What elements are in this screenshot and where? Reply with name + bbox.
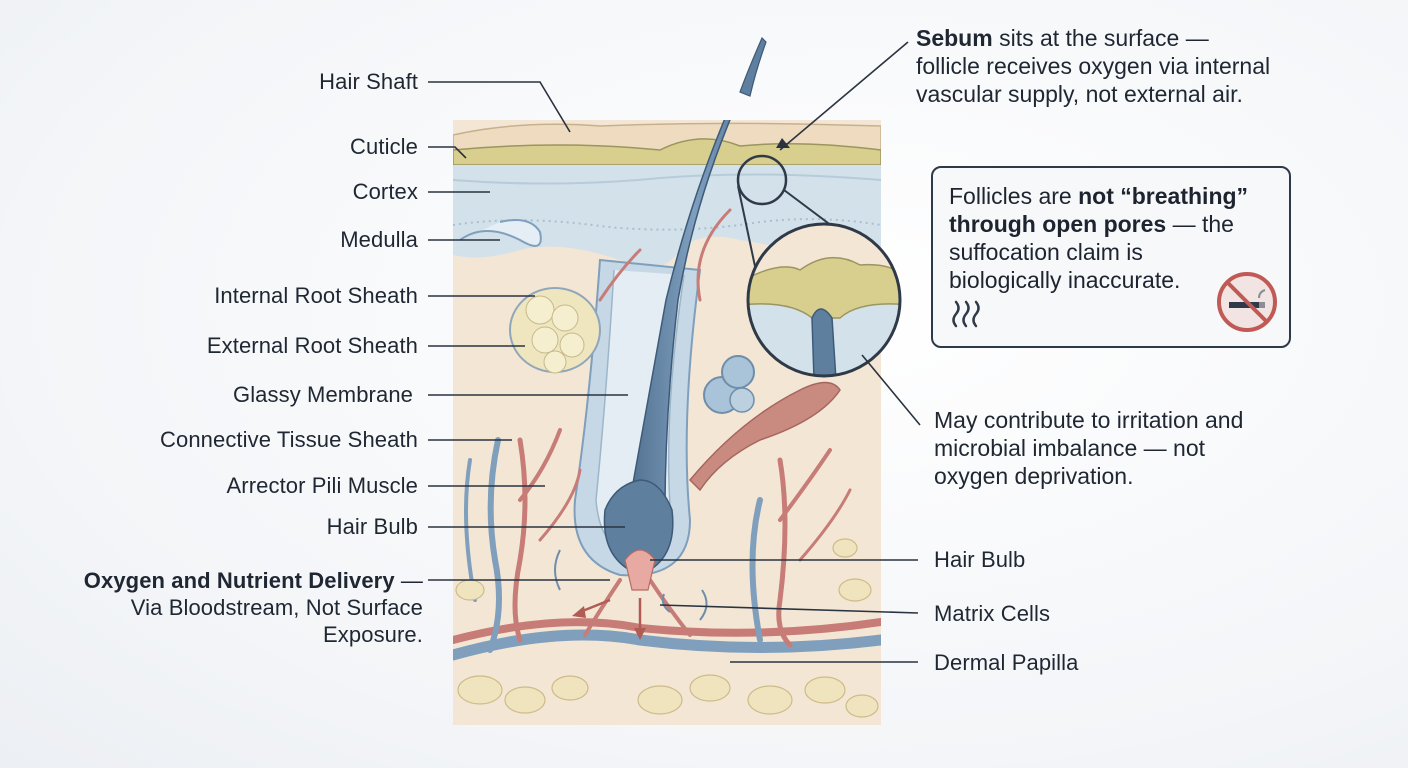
callout-text: Follicles are not “breathing” through op… xyxy=(949,182,1279,294)
oxygen-note-line2: Via Bloodstream, Not Surface xyxy=(130,595,423,620)
sebum-note-rest: sits at the surface — xyxy=(992,25,1209,51)
irritation-line1: May contribute to irritation and xyxy=(934,407,1244,433)
callout-line2: — the xyxy=(1166,211,1234,237)
callout-line4: biologically inaccurate. xyxy=(949,267,1181,293)
oxygen-note-line3: Exposure. xyxy=(323,622,423,647)
label-external-root-sheath: External Root Sheath xyxy=(206,333,418,358)
irritation-note: May contribute to irritation and microbi… xyxy=(934,406,1243,490)
callout-line1-bold: not “breathing” xyxy=(1078,183,1249,209)
label-hair-bulb-right: Hair Bulb xyxy=(934,547,1026,572)
label-cortex: Cortex xyxy=(352,179,418,204)
sebum-note-line3: vascular supply, not external air. xyxy=(916,81,1243,107)
label-dermal-papilla: Dermal Papilla xyxy=(934,650,1079,675)
steam-waves-icon xyxy=(949,298,983,338)
oxygen-delivery-note: Oxygen and Nutrient Delivery — Via Blood… xyxy=(84,567,423,648)
skin-cross-section xyxy=(453,120,881,725)
sebum-note-bold: Sebum xyxy=(916,25,993,51)
callout-line3: suffocation claim is xyxy=(949,239,1143,265)
label-matrix-cells: Matrix Cells xyxy=(934,601,1051,626)
label-arrector-pili-muscle: Arrector Pili Muscle xyxy=(226,473,418,498)
no-smoking-icon xyxy=(1215,270,1279,339)
zoom-source-circle xyxy=(736,154,788,206)
sweat-gland xyxy=(703,355,755,414)
sebum-note: Sebum sits at the surface — follicle rec… xyxy=(916,24,1270,108)
fat-layer xyxy=(455,538,879,718)
label-medulla: Medulla xyxy=(340,227,418,252)
oxygen-note-title: Oxygen and Nutrient Delivery xyxy=(83,568,395,593)
callout-line2-bold: through open pores xyxy=(949,211,1167,237)
arrector-pili-muscle xyxy=(688,381,841,492)
dermal-papilla xyxy=(624,549,656,591)
label-cuticle: Cuticle xyxy=(350,134,418,159)
label-glassy-membrane: Glassy Membrane xyxy=(232,382,413,407)
label-hair-bulb-left: Hair Bulb xyxy=(326,514,418,539)
sebaceous-gland xyxy=(509,287,601,374)
leader-lines xyxy=(428,41,921,663)
label-internal-root-sheath: Internal Root Sheath xyxy=(214,283,418,308)
myth-callout-box: Follicles are not “breathing” through op… xyxy=(931,166,1291,348)
label-connective-tissue-sheath: Connective Tissue Sheath xyxy=(160,427,418,452)
sebum-note-line2: follicle receives oxygen via internal xyxy=(916,53,1271,79)
callout-line1: Follicles are xyxy=(949,183,1079,209)
oxygen-note-dash: — xyxy=(394,568,423,593)
label-hair-shaft: Hair Shaft xyxy=(319,69,418,94)
hair-bulb xyxy=(603,479,674,576)
zoomed-pore-view xyxy=(748,224,900,376)
irritation-line3: oxygen deprivation. xyxy=(934,463,1134,489)
irritation-line2: microbial imbalance — not xyxy=(934,435,1206,461)
